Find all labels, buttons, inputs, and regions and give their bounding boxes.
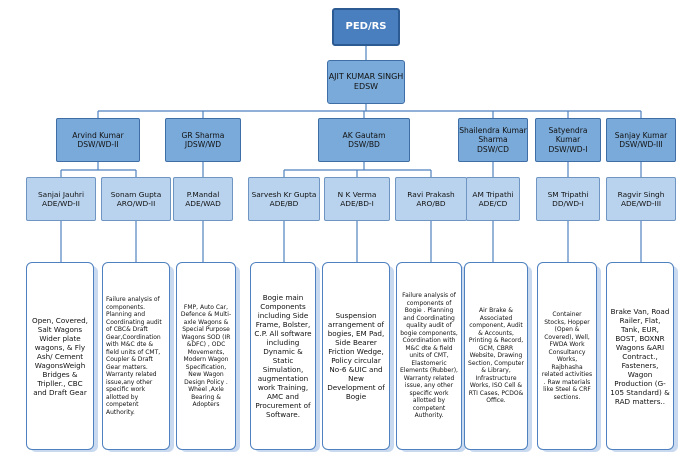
director-role: DSW/WD-III	[619, 140, 663, 149]
officer-role: ADE/WAD	[185, 199, 221, 208]
officer-role: DD/WD-I	[552, 199, 584, 208]
duty-box: Air Brake & Associated component, Audit …	[464, 262, 528, 450]
duty-text: Open, Covered, Salt Wagons Wider plate w…	[32, 315, 88, 397]
officer-node: Sonam Gupta ARO/WD-II	[101, 177, 171, 221]
duty-text: Brake Van, Road Railer, Flat, Tank, EUR,…	[610, 306, 670, 406]
head-node-edsw: AJIT KUMAR SINGH EDSW	[327, 60, 405, 104]
officer-role: ARO/BD	[416, 199, 446, 208]
director-role: DSW/BD	[348, 140, 380, 149]
officer-name: Sanjai Jauhri	[37, 189, 85, 199]
officer-role: ADE/CD	[478, 199, 508, 208]
officer-node: AM Tripathi ADE/CD	[466, 177, 520, 221]
director-role: DSW/WD-II	[77, 140, 119, 149]
root-node-ped-rs: PED/RS	[332, 8, 400, 46]
director-role: JDSW/WD	[184, 140, 222, 149]
director-name: Arvind Kumar	[72, 130, 124, 140]
director-role: DSW/WD-I	[548, 144, 588, 154]
director-node: Satyendra Kumar DSW/WD-I	[535, 118, 601, 162]
director-node: Arvind Kumar DSW/WD-II	[56, 118, 140, 162]
director-name: Shailendra Kumar Sharma	[459, 125, 527, 145]
duty-text: Air Brake & Associated component, Audit …	[468, 307, 524, 405]
director-node: AK Gautam DSW/BD	[318, 118, 410, 162]
director-name: AK Gautam	[342, 130, 386, 140]
director-name: GR Sharma	[181, 130, 225, 140]
director-name: Sanjay Kumar	[614, 130, 668, 140]
director-role: DSW/CD	[477, 144, 509, 154]
officer-name: N K Verma	[337, 189, 377, 199]
head-role: EDSW	[353, 82, 379, 91]
officer-role: ADE/WD-III	[620, 199, 662, 208]
officer-node: Sarvesh Kr Gupta ADE/BD	[248, 177, 320, 221]
duty-box: Container Stocks, Hopper (Open & Covered…	[537, 262, 597, 450]
director-name: Satyendra Kumar	[548, 125, 588, 145]
officer-name: Sonam Gupta	[110, 189, 162, 199]
director-node: Sanjay Kumar DSW/WD-III	[606, 118, 676, 162]
duty-text: Bogie main Components including Side Fra…	[254, 293, 312, 419]
duty-box: Suspension arrangement of bogies, EM Pad…	[322, 262, 390, 450]
officer-role: ARO/WD-II	[116, 199, 156, 208]
officer-name: Ragvir Singh	[617, 189, 665, 199]
head-name: AJIT KUMAR SINGH	[328, 72, 404, 81]
officer-name: Ravi Prakash	[407, 189, 455, 199]
officer-node: Ravi Prakash ARO/BD	[395, 177, 467, 221]
officer-node: Ragvir Singh ADE/WD-III	[606, 177, 676, 221]
director-node: GR Sharma JDSW/WD	[165, 118, 241, 162]
officer-name: P.Mandal	[186, 189, 220, 199]
duty-text: Suspension arrangement of bogies, EM Pad…	[327, 311, 385, 401]
officer-node: P.Mandal ADE/WAD	[173, 177, 233, 221]
officer-role: ADE/WD-II	[42, 199, 80, 208]
duty-box: Open, Covered, Salt Wagons Wider plate w…	[26, 262, 94, 450]
duty-text: Failure analysis of components of Bogie …	[400, 292, 458, 420]
duty-box: FMP, Auto Car, Defence & Multi-axle Wago…	[176, 262, 236, 450]
duty-text: Container Stocks, Hopper (Open & Covered…	[541, 311, 593, 401]
duty-text: Failure analysis of components. Planning…	[106, 296, 162, 416]
officer-node: SM Tripathi DD/WD-I	[536, 177, 600, 221]
officer-name: SM Tripathi	[547, 189, 589, 199]
officer-role: ADE/BD-I	[340, 199, 374, 208]
duty-box: Bogie main Components including Side Fra…	[250, 262, 316, 450]
root-title: PED/RS	[345, 20, 387, 32]
duty-text: FMP, Auto Car, Defence & Multi-axle Wago…	[180, 303, 232, 409]
officer-name: Sarvesh Kr Gupta	[251, 189, 317, 199]
duty-box: Failure analysis of components of Bogie …	[396, 262, 462, 450]
officer-name: AM Tripathi	[472, 189, 514, 199]
officer-role: ADE/BD	[269, 199, 299, 208]
duty-box: Brake Van, Road Railer, Flat, Tank, EUR,…	[606, 262, 674, 450]
officer-node: Sanjai Jauhri ADE/WD-II	[26, 177, 96, 221]
duty-box: Failure analysis of components. Planning…	[102, 262, 170, 450]
officer-node: N K Verma ADE/BD-I	[324, 177, 390, 221]
director-node: Shailendra Kumar Sharma DSW/CD	[458, 118, 528, 162]
